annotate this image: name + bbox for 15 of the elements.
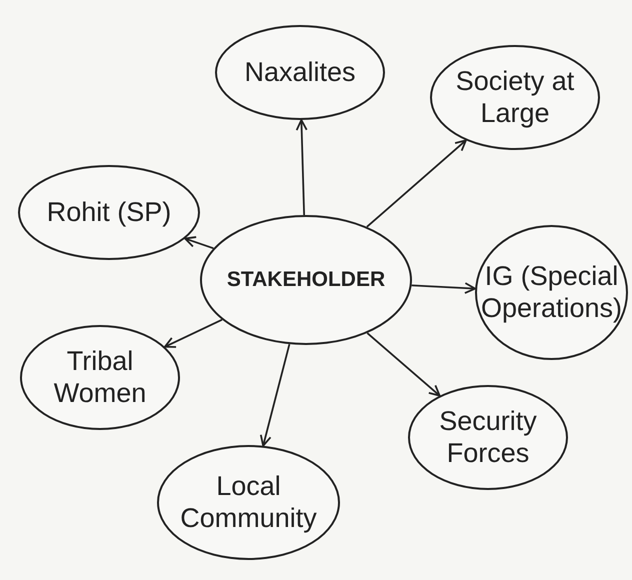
arrow <box>412 282 476 294</box>
node-label: Naxalites <box>244 56 356 88</box>
arrow <box>184 236 214 250</box>
node-label: Security Forces <box>438 406 538 469</box>
arrow <box>164 318 222 348</box>
arrow <box>366 332 441 397</box>
arrow <box>366 139 467 228</box>
node-label: Society at Large <box>454 66 576 129</box>
node-label: STAKEHOLDER <box>226 266 386 293</box>
node-label: Tribal Women <box>52 346 148 409</box>
arrow <box>296 119 308 216</box>
arrow <box>260 344 290 447</box>
node-label: Rohit (SP) <box>46 196 172 228</box>
node-label: IG (Special Operations) <box>480 261 622 324</box>
node-label: Local Community <box>179 471 318 534</box>
